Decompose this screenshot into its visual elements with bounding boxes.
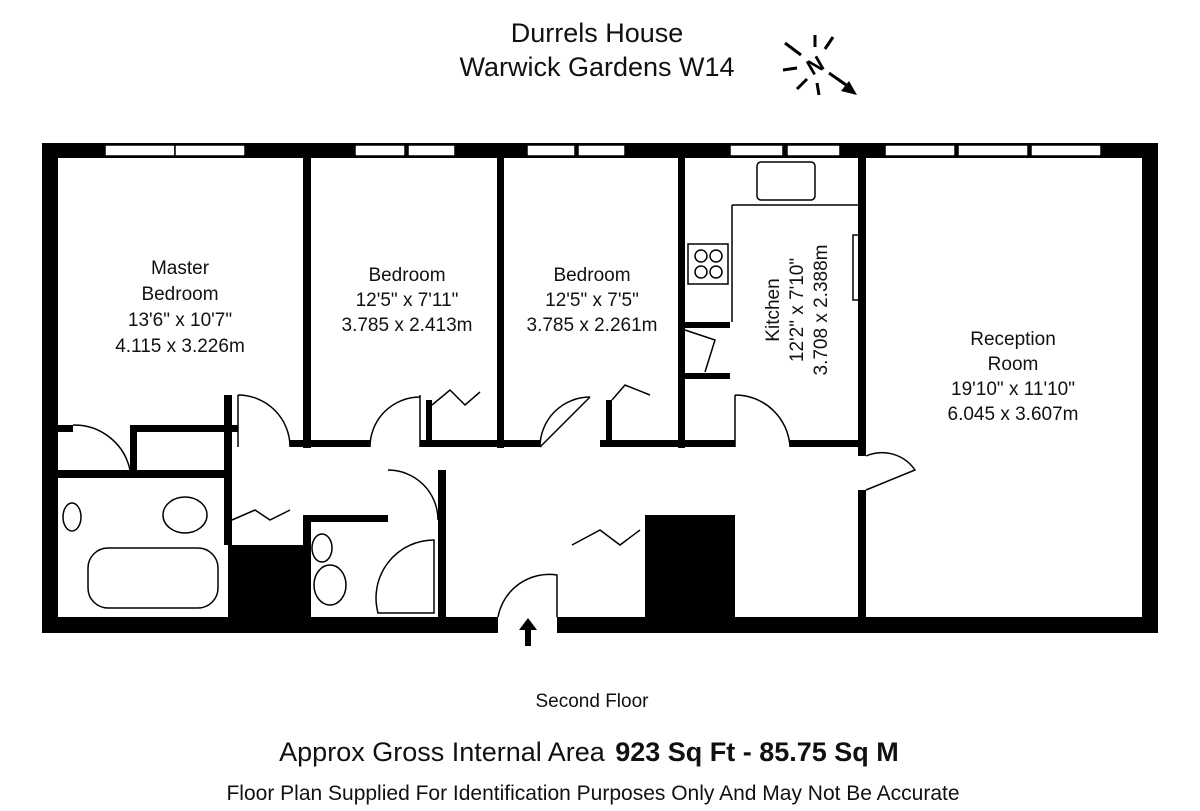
basin-icon: [62, 502, 82, 532]
svg-text:19'10" x 11'10": 19'10" x 11'10": [951, 379, 1075, 400]
room-bedroom-3: Bedroom 12'5" x 7'5" 3.785 x 2.261m: [527, 265, 658, 336]
svg-text:13'6" x 10'7": 13'6" x 10'7": [128, 310, 232, 331]
svg-text:Bedroom: Bedroom: [368, 265, 445, 286]
svg-text:3.785 x 2.261m: 3.785 x 2.261m: [527, 315, 658, 336]
svg-text:3.785 x 2.413m: 3.785 x 2.413m: [342, 315, 473, 336]
svg-text:Room: Room: [988, 354, 1039, 375]
svg-text:12'2" x 7'10": 12'2" x 7'10": [787, 258, 808, 362]
area-value: 923 Sq Ft - 85.75 Sq M: [615, 737, 899, 767]
interior-walls: [58, 158, 866, 617]
hob-icon: [687, 243, 729, 285]
svg-text:12'5" x 7'11": 12'5" x 7'11": [356, 290, 459, 311]
doors: [72, 329, 917, 618]
room-kitchen: Kitchen 12'2" x 7'10" 3.708 x 2.388m: [763, 245, 832, 376]
shower-icon: [375, 539, 435, 614]
title-line-2: Warwick Gardens W14: [459, 52, 734, 82]
sink-icon: [756, 161, 816, 201]
svg-text:Reception: Reception: [970, 329, 1056, 350]
floor-label: Second Floor: [535, 691, 649, 712]
compass-letter: N: [802, 51, 828, 81]
svg-text:Kitchen: Kitchen: [763, 278, 784, 341]
north-arrow-icon: N: [782, 35, 857, 96]
title-line-1: Durrels House: [511, 18, 684, 48]
toilet-icon: [162, 496, 208, 534]
room-master-bedroom: Master Bedroom 13'6" x 10'7" 4.115 x 3.2…: [115, 258, 245, 357]
room-reception: Reception Room 19'10" x 11'10" 6.045 x 3…: [948, 329, 1079, 425]
room-bedroom-2: Bedroom 12'5" x 7'11" 3.785 x 2.413m: [342, 265, 473, 336]
svg-text:Master: Master: [151, 258, 210, 279]
svg-text:Bedroom: Bedroom: [553, 265, 630, 286]
svg-text:Bedroom: Bedroom: [141, 284, 218, 305]
bath-icon: [87, 547, 219, 609]
svg-text:4.115 x 3.226m: 4.115 x 3.226m: [115, 336, 245, 357]
entrance-arrow-icon: [519, 618, 537, 646]
svg-text:12'5" x 7'5": 12'5" x 7'5": [545, 290, 639, 311]
area-label: Approx Gross Internal Area: [279, 737, 606, 767]
fixtures: [62, 161, 864, 614]
svg-text:3.708 x 2.388m: 3.708 x 2.388m: [811, 245, 832, 376]
windows: [104, 144, 1102, 157]
disclaimer: Floor Plan Supplied For Identification P…: [226, 782, 959, 805]
svg-text:6.045 x 3.607m: 6.045 x 3.607m: [948, 404, 1079, 425]
